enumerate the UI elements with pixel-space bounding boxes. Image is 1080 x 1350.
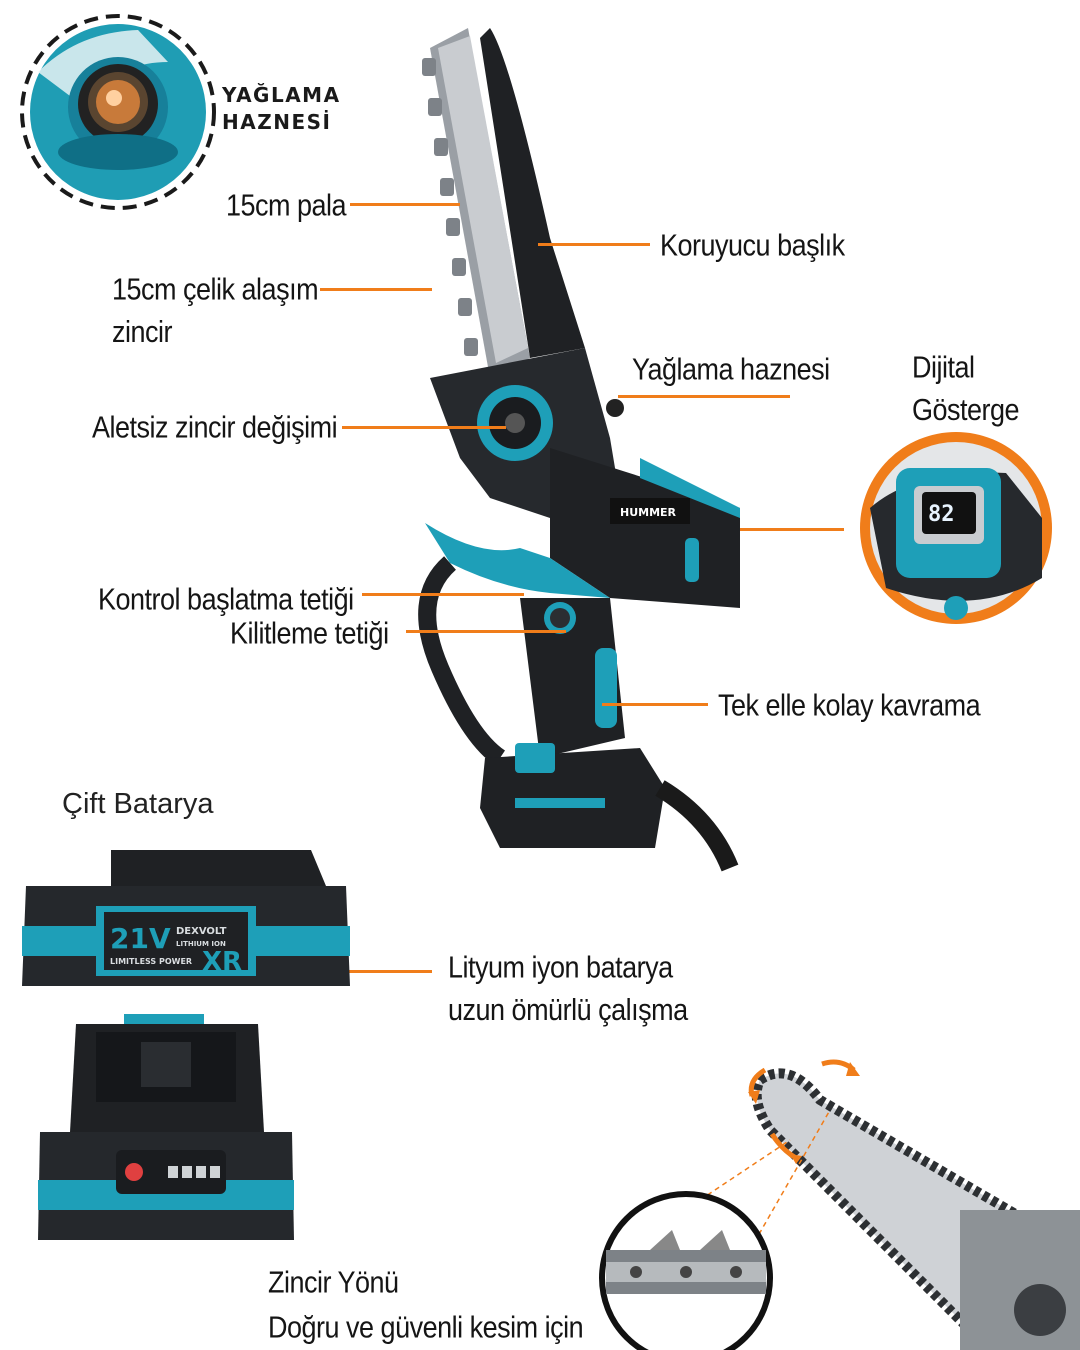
charger-image — [38, 1014, 294, 1240]
trigger-lock-label: Kilitleme tetiği — [230, 616, 389, 651]
chain-callout-line — [320, 288, 432, 291]
battery-brand: DEXVOLT — [176, 926, 227, 937]
battery-callout-line — [320, 970, 432, 973]
battery-title: Çift Batarya — [62, 788, 214, 820]
battery-voltage: 21V — [110, 922, 171, 955]
chain-direction-image — [599, 1059, 1080, 1350]
chainsaw-image: HUMMER — [418, 28, 740, 872]
chain-direction-label: Zincir Yönü Doğru ve güvenli kesim için — [268, 1265, 584, 1344]
grip-callout-line — [602, 703, 708, 706]
brand-logo: HUMMER — [620, 506, 677, 519]
digital-display-label: Dijital Gösterge — [912, 350, 1020, 427]
bar-label: 15cm pala — [226, 188, 347, 223]
tool-free-label: Aletsiz zincir değişimi — [92, 410, 338, 445]
battery-pack-image: 21V DEXVOLT LITHIUM ION LIMITLESS POWER … — [22, 850, 350, 986]
battery-description-label: Lityum iyon batarya uzun ömürlü çalışma — [448, 950, 688, 1027]
chain-label: 15cm çelik alaşım zincir — [112, 272, 319, 349]
digital-display-closeup-image: 82 — [860, 432, 1052, 624]
oil-tank-callout-line — [618, 395, 790, 398]
battery-slogan: LIMITLESS POWER — [110, 957, 192, 966]
display-callout-line — [740, 528, 844, 531]
guard-callout-line — [538, 243, 650, 246]
battery-chem: LITHIUM ION — [176, 940, 226, 948]
oil-tank-badge-title: YAĞLAMA HAZNESİ — [222, 83, 341, 134]
battery-series: XR — [202, 947, 242, 977]
trigger-lock-callout-line — [406, 630, 566, 633]
display-reading: 82 — [928, 502, 955, 527]
trigger-start-callout-line — [362, 593, 524, 596]
guard-label: Koruyucu başlık — [660, 228, 845, 263]
tool-free-callout-line — [342, 426, 506, 429]
oil-tank-label: Yağlama haznesi — [632, 352, 830, 387]
trigger-start-label: Kontrol başlatma tetiği — [98, 582, 354, 617]
grip-label: Tek elle kolay kavrama — [718, 688, 981, 723]
bar-callout-line — [350, 203, 460, 206]
oil-tank-closeup-image — [20, 14, 216, 210]
